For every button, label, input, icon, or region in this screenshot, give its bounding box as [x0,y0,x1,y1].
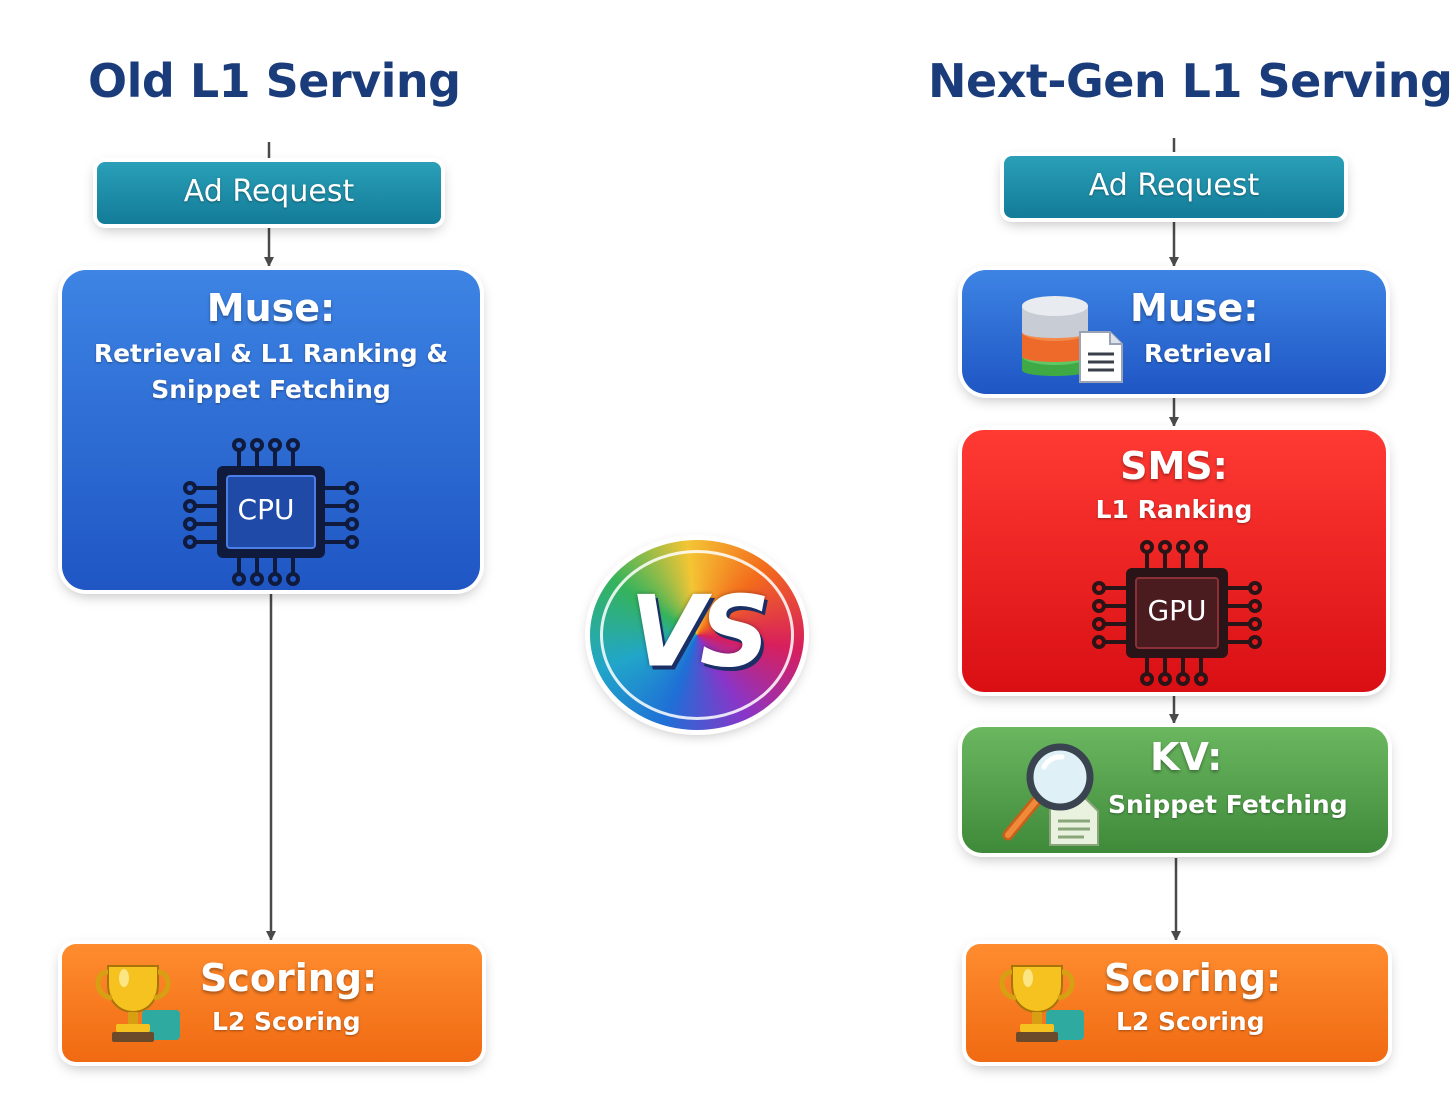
left-muse-line2: Snippet Fetching [151,375,391,404]
vs-label: VS [629,575,770,690]
left-muse-title: Muse: [206,286,336,330]
sms-box: SMS: L1 Ranking GPU [962,430,1386,692]
right-muse-subtitle: Retrieval [1144,339,1272,368]
vs-badge: VS [590,540,804,730]
right-muse-box: Muse: Retrieval [962,270,1386,394]
kv-subtitle: Snippet Fetching [1108,790,1348,819]
right-scoring-title: Scoring: [1104,956,1282,1000]
right-muse-title: Muse: [1130,286,1259,330]
left-scoring-box: Scoring: L2 Scoring [62,944,482,1062]
right-scoring-subtitle: L2 Scoring [1116,1007,1265,1036]
database-icon [1018,284,1130,388]
trophy-icon [992,958,1088,1050]
cpu-chip-icon: CPU [181,436,361,588]
old-serving-title: Old L1 Serving [88,54,461,108]
right-scoring-box: Scoring: L2 Scoring [966,944,1388,1062]
left-scoring-subtitle: L2 Scoring [212,1007,361,1036]
sms-title: SMS: [1120,444,1228,488]
gpu-chip-label: GPU [1147,593,1207,627]
right-ad-request-label: Ad Request [1088,168,1260,203]
left-muse-line1: Retrieval & L1 Ranking & [93,339,449,368]
left-ad-request-box: Ad Request [97,162,441,224]
magnifier-icon [1000,741,1112,853]
kv-title: KV: [1150,735,1223,779]
kv-box: KV: Snippet Fetching [962,727,1388,853]
cpu-chip-label: CPU [237,492,295,526]
right-ad-request-box: Ad Request [1004,156,1344,218]
gpu-chip-icon: GPU [1092,538,1262,688]
left-scoring-title: Scoring: [200,956,378,1000]
left-ad-request-label: Ad Request [183,174,355,209]
sms-subtitle: L1 Ranking [1095,495,1253,524]
nextgen-serving-title: Next-Gen L1 Serving [928,54,1452,108]
left-muse-box: Muse: Retrieval & L1 Ranking & Snippet F… [62,270,480,590]
trophy-icon [88,958,184,1050]
